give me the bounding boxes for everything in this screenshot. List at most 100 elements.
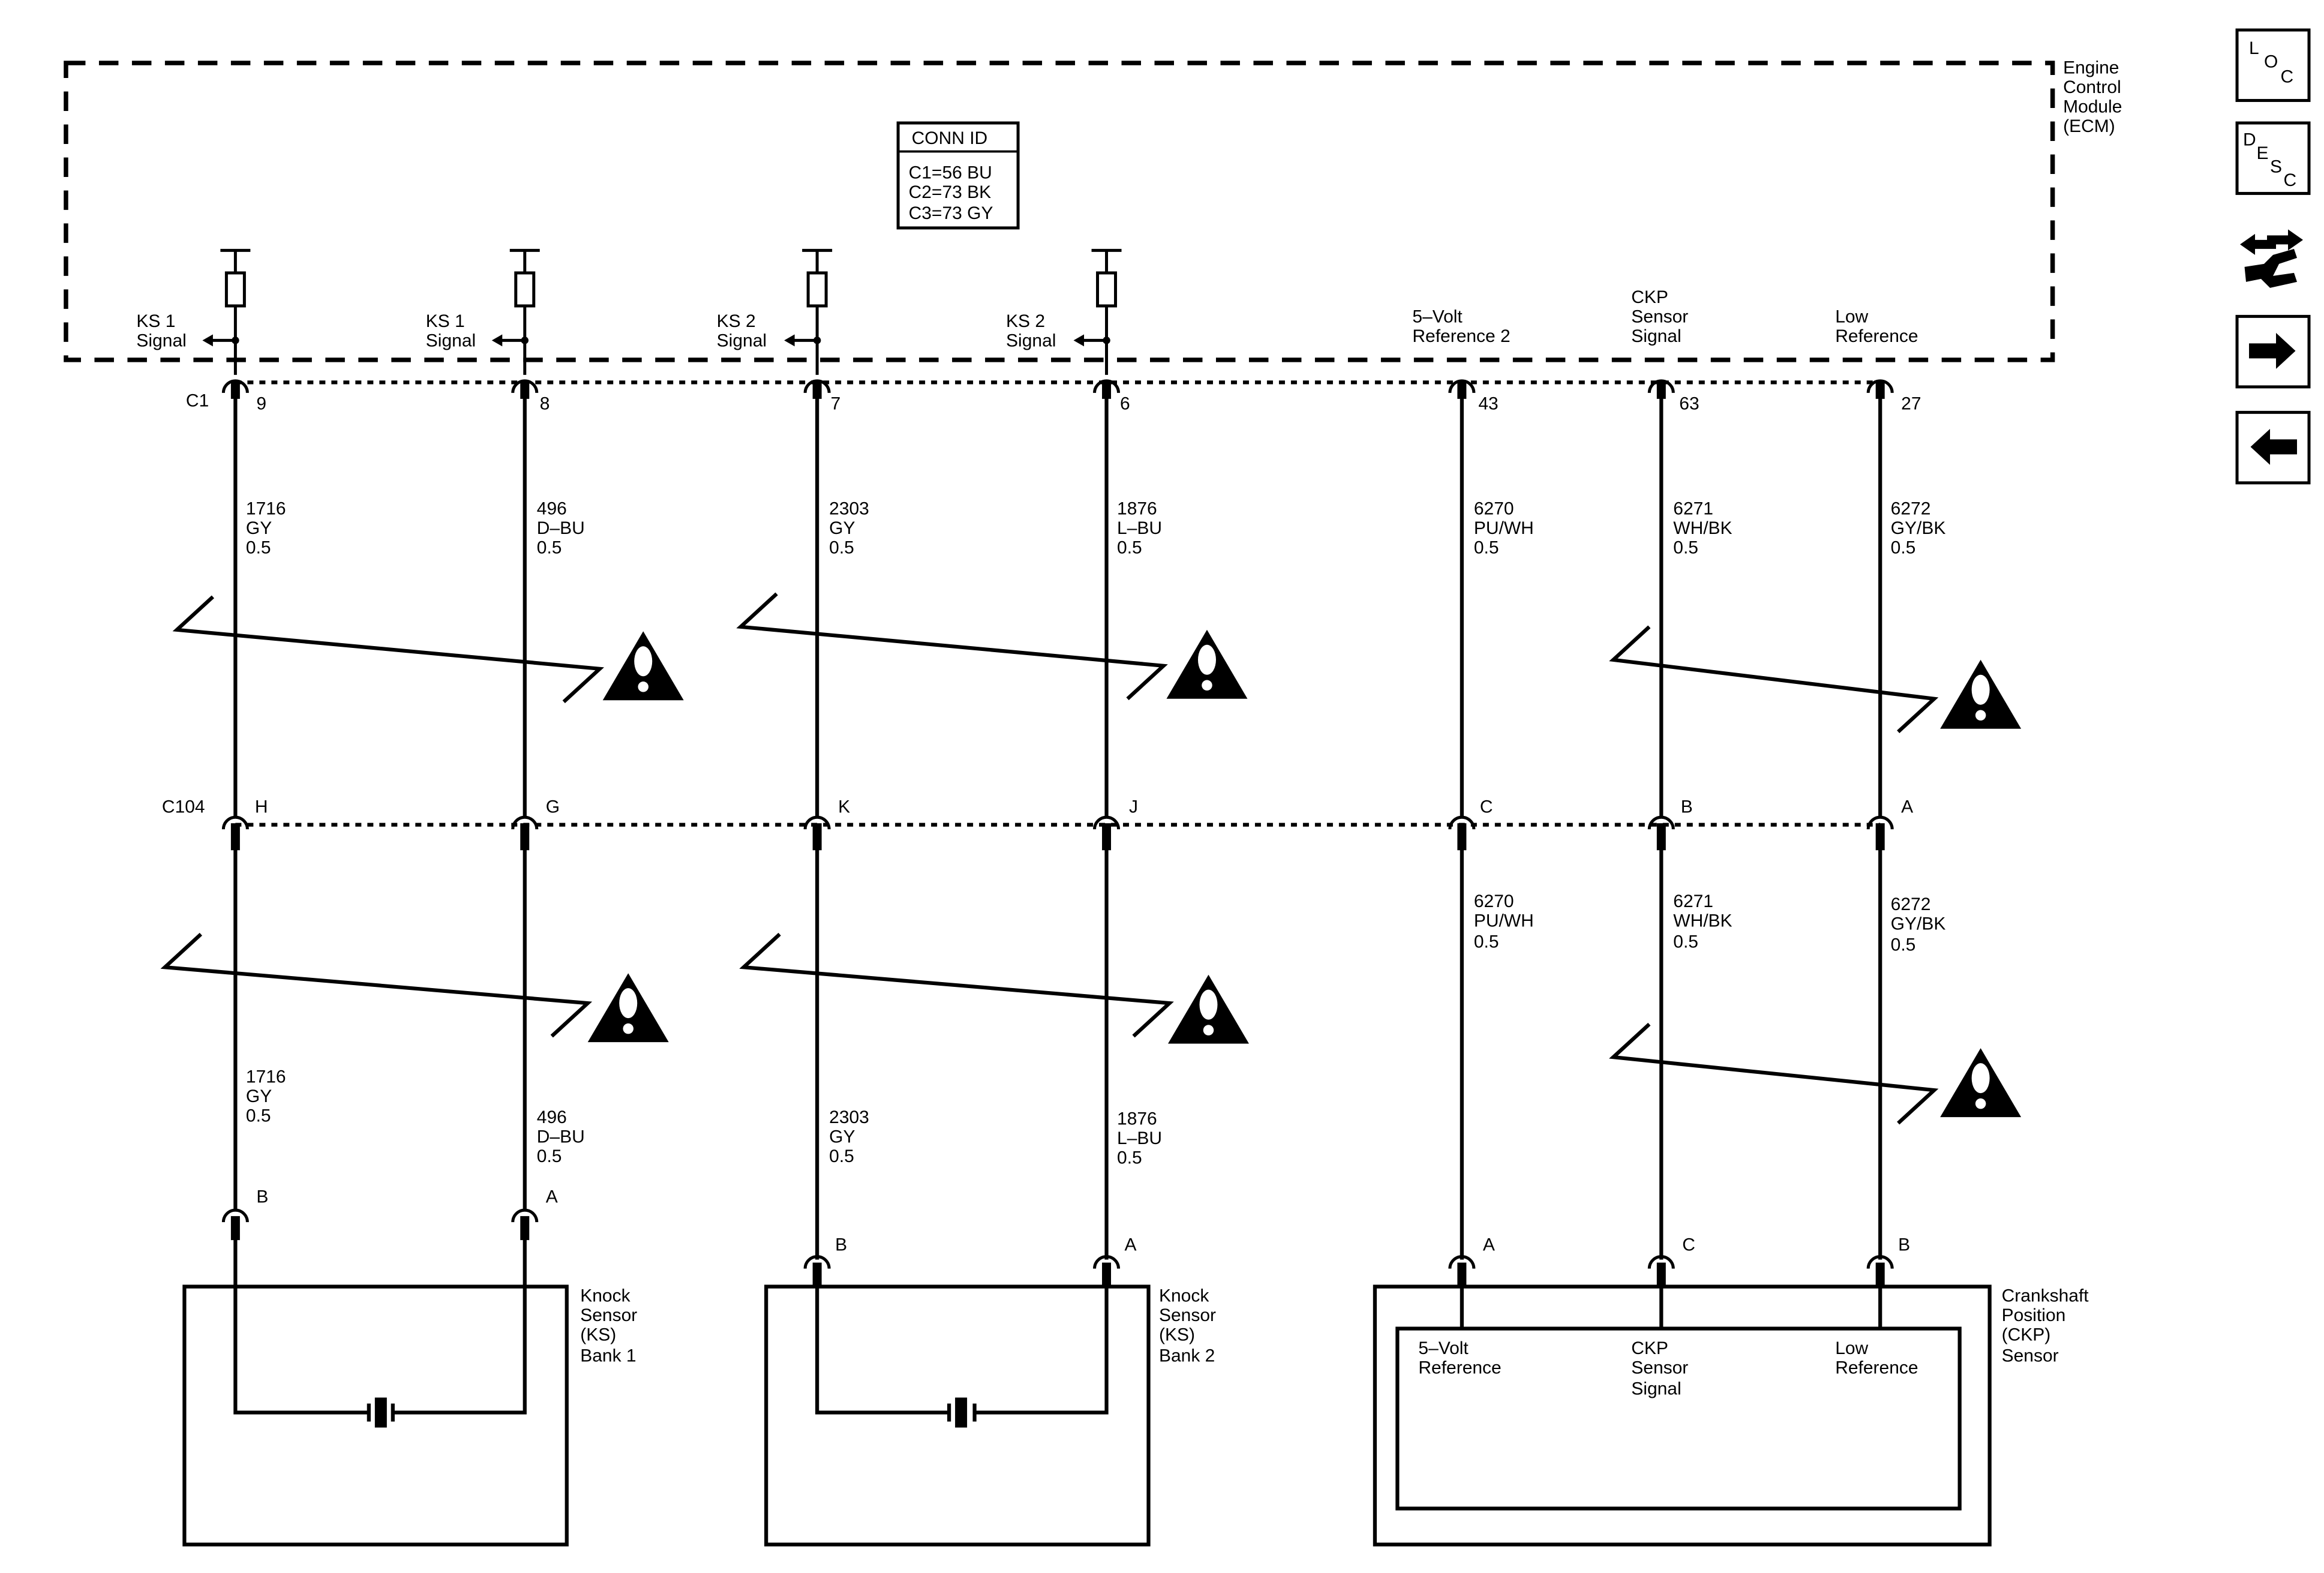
ecm-signal-label: Signal xyxy=(426,331,476,350)
svg-text:Sensor: Sensor xyxy=(1159,1305,1216,1325)
wire-color: D–BU xyxy=(537,518,585,538)
wire-size: 0.5 xyxy=(829,538,854,557)
wire-color: GY/BK xyxy=(1891,914,1946,934)
ecm-signal-label: CKP xyxy=(1631,287,1668,307)
wire-circuit-number: 6272 xyxy=(1891,894,1931,914)
svg-text:S: S xyxy=(2270,157,2282,176)
component-pin-letter: A xyxy=(1483,1235,1495,1255)
svg-text:O: O xyxy=(2264,52,2278,71)
wire-size: 0.5 xyxy=(1891,935,1916,955)
ecm-signal-label: Signal xyxy=(1006,331,1056,350)
wire-circuit-number: 1876 xyxy=(1117,499,1157,518)
component-connector-pins xyxy=(221,1208,1894,1287)
svg-text:Engine: Engine xyxy=(2063,58,2119,77)
svg-text:E: E xyxy=(2257,143,2269,163)
ecm-signal-labels: KS 1 Signal KS 1 Signal KS 2 Signal KS 2… xyxy=(136,287,1918,350)
c1-pin-number: 6 xyxy=(1120,394,1130,413)
wire-circuit-number: 1716 xyxy=(246,499,286,518)
signal-arrowheads xyxy=(202,334,1110,347)
wire-color: GY xyxy=(829,1127,855,1147)
wire-size: 0.5 xyxy=(537,1146,562,1166)
wire-circuit-number: 6270 xyxy=(1474,891,1514,911)
c1-pin-number: 7 xyxy=(831,394,841,413)
ecm-signal-label: Reference xyxy=(1835,326,1918,346)
caution-icon xyxy=(602,631,684,701)
loc-button[interactable]: L O C xyxy=(2235,28,2311,102)
conn-id-header: CONN ID xyxy=(912,128,988,148)
svg-text:(ECM): (ECM) xyxy=(2063,116,2115,136)
svg-text:C: C xyxy=(2281,67,2294,86)
next-button[interactable] xyxy=(2235,314,2311,389)
wire-size: 0.5 xyxy=(1673,538,1698,557)
component-pin-letter: B xyxy=(1898,1235,1910,1255)
caution-icon xyxy=(1166,629,1248,699)
svg-text:(KS): (KS) xyxy=(1159,1325,1195,1345)
c104-pin-letter: G xyxy=(546,797,560,817)
wire-color: GY xyxy=(829,518,855,538)
wire-color: PU/WH xyxy=(1474,911,1534,931)
c1-pin-number: 9 xyxy=(256,394,266,413)
ckp-inner-label: Signal xyxy=(1631,1379,1681,1399)
wire-size: 0.5 xyxy=(537,538,562,557)
caution-icon xyxy=(1940,1048,2022,1118)
conn-id-line: C3=73 GY xyxy=(909,203,993,223)
wire-size: 0.5 xyxy=(829,1146,854,1166)
loc-icon: L O C xyxy=(2249,38,2293,86)
caution-icon xyxy=(1167,974,1249,1044)
ecm-housing xyxy=(64,61,2055,362)
ckp-inner-label: Reference xyxy=(1418,1358,1501,1378)
wire-color: WH/BK xyxy=(1673,911,1732,931)
c1-pin-number: 63 xyxy=(1679,394,1699,413)
c104-pin-letter: K xyxy=(838,797,850,817)
wire-circuit-number: 6271 xyxy=(1673,499,1713,518)
component-pin-letter: B xyxy=(256,1187,268,1207)
wire-color: GY xyxy=(246,1086,272,1106)
ecm-signal-label: KS 2 xyxy=(717,311,756,331)
c1-connector-label: C1 xyxy=(186,391,209,410)
wire-color: GY/BK xyxy=(1891,518,1946,538)
previous-button[interactable] xyxy=(2235,410,2311,485)
wire-size: 0.5 xyxy=(1474,538,1499,557)
connector-end-view-icon xyxy=(2240,229,2304,288)
desc-button[interactable]: D E S C xyxy=(2235,121,2311,195)
svg-text:Knock: Knock xyxy=(1159,1286,1209,1306)
svg-text:Position: Position xyxy=(2002,1305,2066,1325)
wire-circuit-number: 496 xyxy=(537,499,567,518)
ecm-signal-label: Signal xyxy=(1631,326,1681,346)
conn-id-box: CONN ID C1=56 BU C2=73 BK C3=73 GY xyxy=(896,121,1020,230)
ckp-inner-label: Sensor xyxy=(1631,1358,1688,1378)
wire-size: 0.5 xyxy=(1117,538,1142,557)
caution-icon xyxy=(587,973,669,1043)
c104-pin-letter: J xyxy=(1129,797,1138,817)
connector-end-view-button[interactable] xyxy=(2240,229,2304,288)
ecm-internal-circuits xyxy=(211,248,1122,375)
c1-pin-number: 43 xyxy=(1478,394,1498,413)
wire-size: 0.5 xyxy=(1474,932,1499,952)
wire-size: 0.5 xyxy=(1117,1148,1142,1168)
svg-text:Bank 1: Bank 1 xyxy=(580,1346,636,1366)
wire-size: 0.5 xyxy=(1673,932,1698,952)
upper-wire-labels: 1716 GY 0.5 496 D–BU 0.5 2303 GY 0.5 187… xyxy=(246,499,1945,557)
ckp-inner-label: Reference xyxy=(1835,1358,1918,1378)
c104-connector-pins xyxy=(221,815,1894,851)
lower-wire-labels: 1716 GY 0.5 496 D–BU 0.5 2303 GY 0.5 187… xyxy=(246,891,1945,1167)
ckp-inner-label: 5–Volt xyxy=(1418,1338,1469,1358)
component-pin-letter: A xyxy=(546,1187,558,1207)
wire-circuit-number: 496 xyxy=(537,1107,567,1127)
wire-circuit-number: 6272 xyxy=(1891,499,1931,518)
svg-text:Sensor: Sensor xyxy=(2002,1346,2059,1366)
wire-size: 0.5 xyxy=(1891,538,1916,557)
twisted-pair-symbols-upper xyxy=(172,592,1939,734)
ckp-inner-label: CKP xyxy=(1631,1338,1668,1358)
wire-size: 0.5 xyxy=(246,538,271,557)
caution-icons xyxy=(587,629,2022,1118)
c104-pin-letter: B xyxy=(1681,797,1693,817)
ecm-signal-label: KS 1 xyxy=(136,311,175,331)
conn-id-line: C2=73 BK xyxy=(909,182,992,202)
wire-circuit-number: 2303 xyxy=(829,1107,869,1127)
component-pin-letter: B xyxy=(835,1235,847,1255)
wire-circuit-number: 6271 xyxy=(1673,891,1713,911)
component-pin-letter: C xyxy=(1682,1235,1695,1255)
wire-size: 0.5 xyxy=(246,1106,271,1126)
ecm-signal-label: KS 2 xyxy=(1006,311,1045,331)
